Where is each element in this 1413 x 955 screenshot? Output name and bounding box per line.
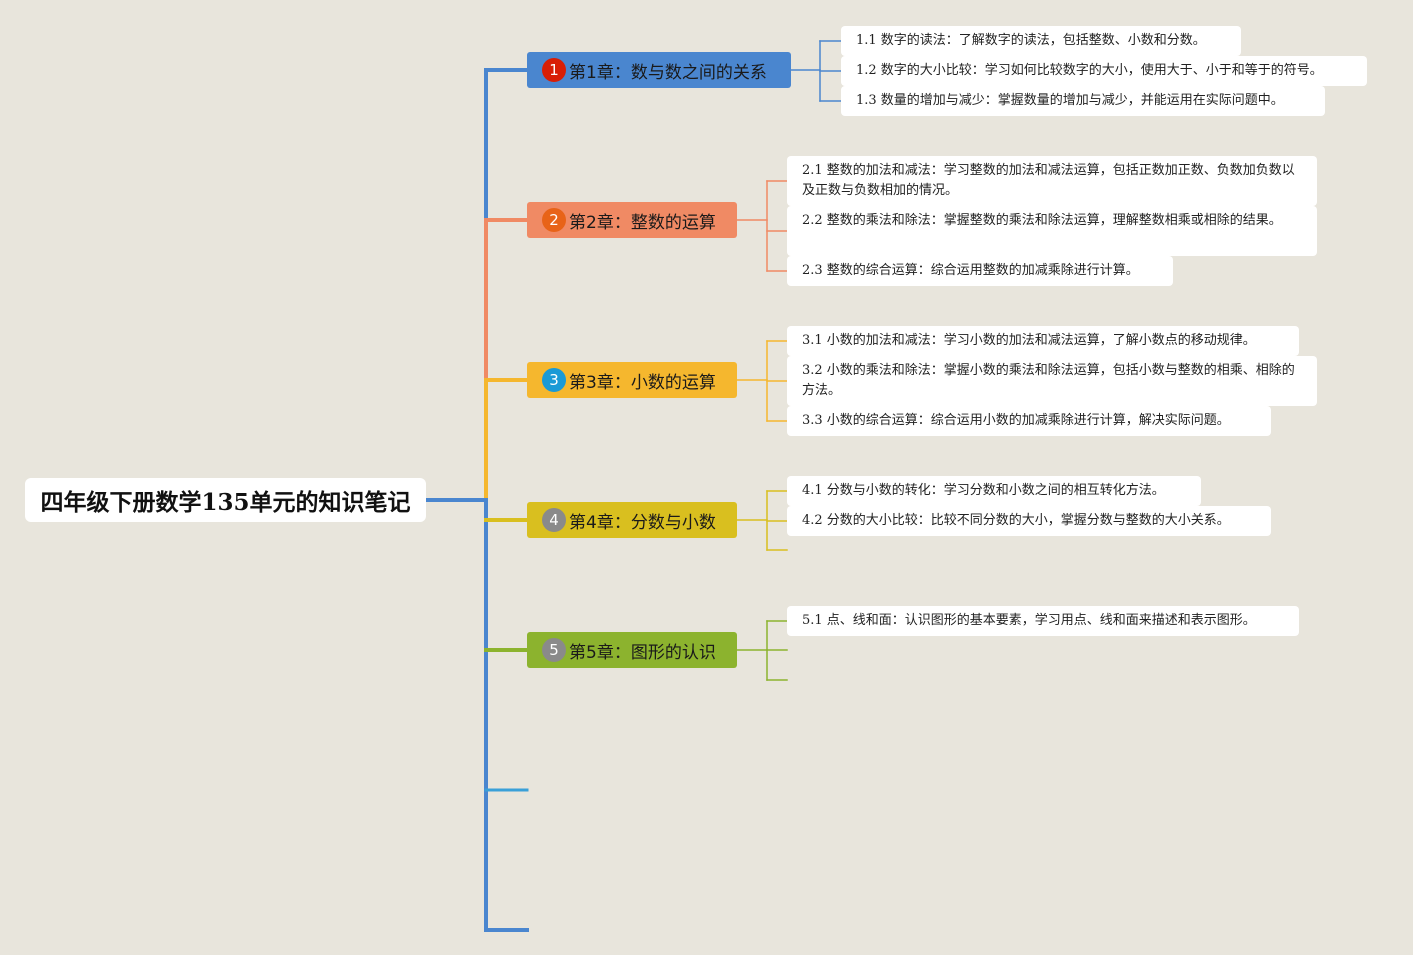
chapter-5-topic[interactable]: 5 第5章：图形的认识 (527, 632, 737, 668)
subtopic-1-3[interactable]: 1.3 数量的增加与减少：掌握数量的增加与减少，并能运用在实际问题中。 (841, 86, 1325, 116)
subtopic-2-1[interactable]: 2.1 整数的加法和减法：学习整数的加法和减法运算，包括正数加正数、负数加负数以… (787, 156, 1317, 206)
chapter-1-topic[interactable]: 1 第1章：数与数之间的关系 (527, 52, 791, 88)
chapter-label: 第4章：分数与小数 (569, 512, 716, 533)
chapter-number-badge: 4 (542, 508, 566, 532)
subtopic-1-1[interactable]: 1.1 数字的读法：了解数字的读法，包括整数、小数和分数。 (841, 26, 1241, 56)
chapter-3-topic[interactable]: 3 第3章：小数的运算 (527, 362, 737, 398)
subtopic-4-1[interactable]: 4.1 分数与小数的转化：学习分数和小数之间的相互转化方法。 (787, 476, 1201, 506)
chapter-label: 第1章：数与数之间的关系 (569, 62, 767, 83)
chapter-number-badge: 2 (542, 208, 566, 232)
subtopic-2-2[interactable]: 2.2 整数的乘法和除法：掌握整数的乘法和除法运算，理解整数相乘或相除的结果。 (787, 206, 1317, 256)
chapter-label: 第2章：整数的运算 (569, 212, 716, 233)
root-topic[interactable]: 四年级下册数学135单元的知识笔记 (25, 478, 426, 522)
chapter-4-topic[interactable]: 4 第4章：分数与小数 (527, 502, 737, 538)
subtopic-1-2[interactable]: 1.2 数字的大小比较：学习如何比较数字的大小，使用大于、小于和等于的符号。 (841, 56, 1367, 86)
chapter-number-badge: 3 (542, 368, 566, 392)
subtopic-3-3[interactable]: 3.3 小数的综合运算：综合运用小数的加减乘除进行计算，解决实际问题。 (787, 406, 1271, 436)
chapter-label: 第5章：图形的认识 (569, 642, 716, 663)
subtopic-3-2[interactable]: 3.2 小数的乘法和除法：掌握小数的乘法和除法运算，包括小数与整数的相乘、相除的… (787, 356, 1317, 406)
subtopic-5-1[interactable]: 5.1 点、线和面：认识图形的基本要素，学习用点、线和面来描述和表示图形。 (787, 606, 1299, 636)
chapter-label: 第3章：小数的运算 (569, 372, 716, 393)
chapter-number-badge: 1 (542, 58, 566, 82)
chapter-2-topic[interactable]: 2 第2章：整数的运算 (527, 202, 737, 238)
chapter-number-badge: 5 (542, 638, 566, 662)
subtopic-3-1[interactable]: 3.1 小数的加法和减法：学习小数的加法和减法运算，了解小数点的移动规律。 (787, 326, 1299, 356)
subtopic-4-2[interactable]: 4.2 分数的大小比较：比较不同分数的大小，掌握分数与整数的大小关系。 (787, 506, 1271, 536)
subtopic-2-3[interactable]: 2.3 整数的综合运算：综合运用整数的加减乘除进行计算。 (787, 256, 1173, 286)
